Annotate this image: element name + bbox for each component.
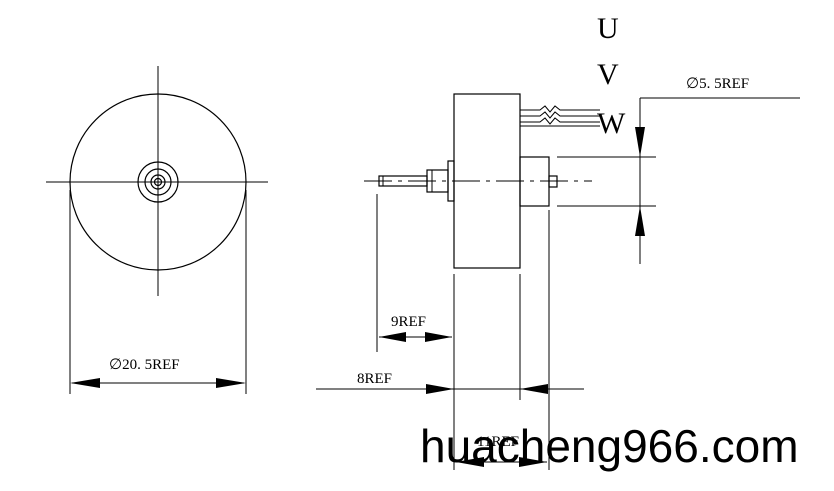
side-view: U V W ∅5. 5REF 9REF 8REF 11REF	[316, 12, 800, 470]
shaft-length-arrow-right	[425, 332, 452, 342]
lead-wires	[520, 105, 600, 127]
overall-length-arrow-left	[426, 384, 454, 394]
diameter-arrow-left	[70, 378, 100, 388]
wire-label-u: U	[597, 12, 619, 45]
diameter-label: ∅20. 5REF	[109, 357, 180, 373]
hub-arrow-bottom	[635, 206, 645, 236]
watermark-text: huacheng966.com	[420, 420, 799, 472]
overall-length-arrow-right	[520, 384, 548, 394]
shaft-length-arrow-left	[379, 332, 406, 342]
hub-arrow-top	[635, 127, 645, 157]
wire-v	[520, 111, 600, 119]
wire-label-v: V	[597, 58, 619, 91]
body-width-arrow-left	[456, 457, 484, 467]
wire-u	[520, 105, 600, 113]
front-view: ∅20. 5REF	[46, 66, 268, 394]
wire-w	[520, 117, 600, 125]
diameter-arrow-right	[216, 378, 246, 388]
shaft-length-label: 9REF	[391, 314, 426, 330]
overall-length-label: 8REF	[357, 371, 392, 387]
hub-diameter-label: ∅5. 5REF	[686, 76, 749, 92]
body-width-label: 11REF	[477, 434, 519, 450]
wire-label-w: W	[597, 107, 626, 140]
body-width-arrow-right	[519, 457, 547, 467]
